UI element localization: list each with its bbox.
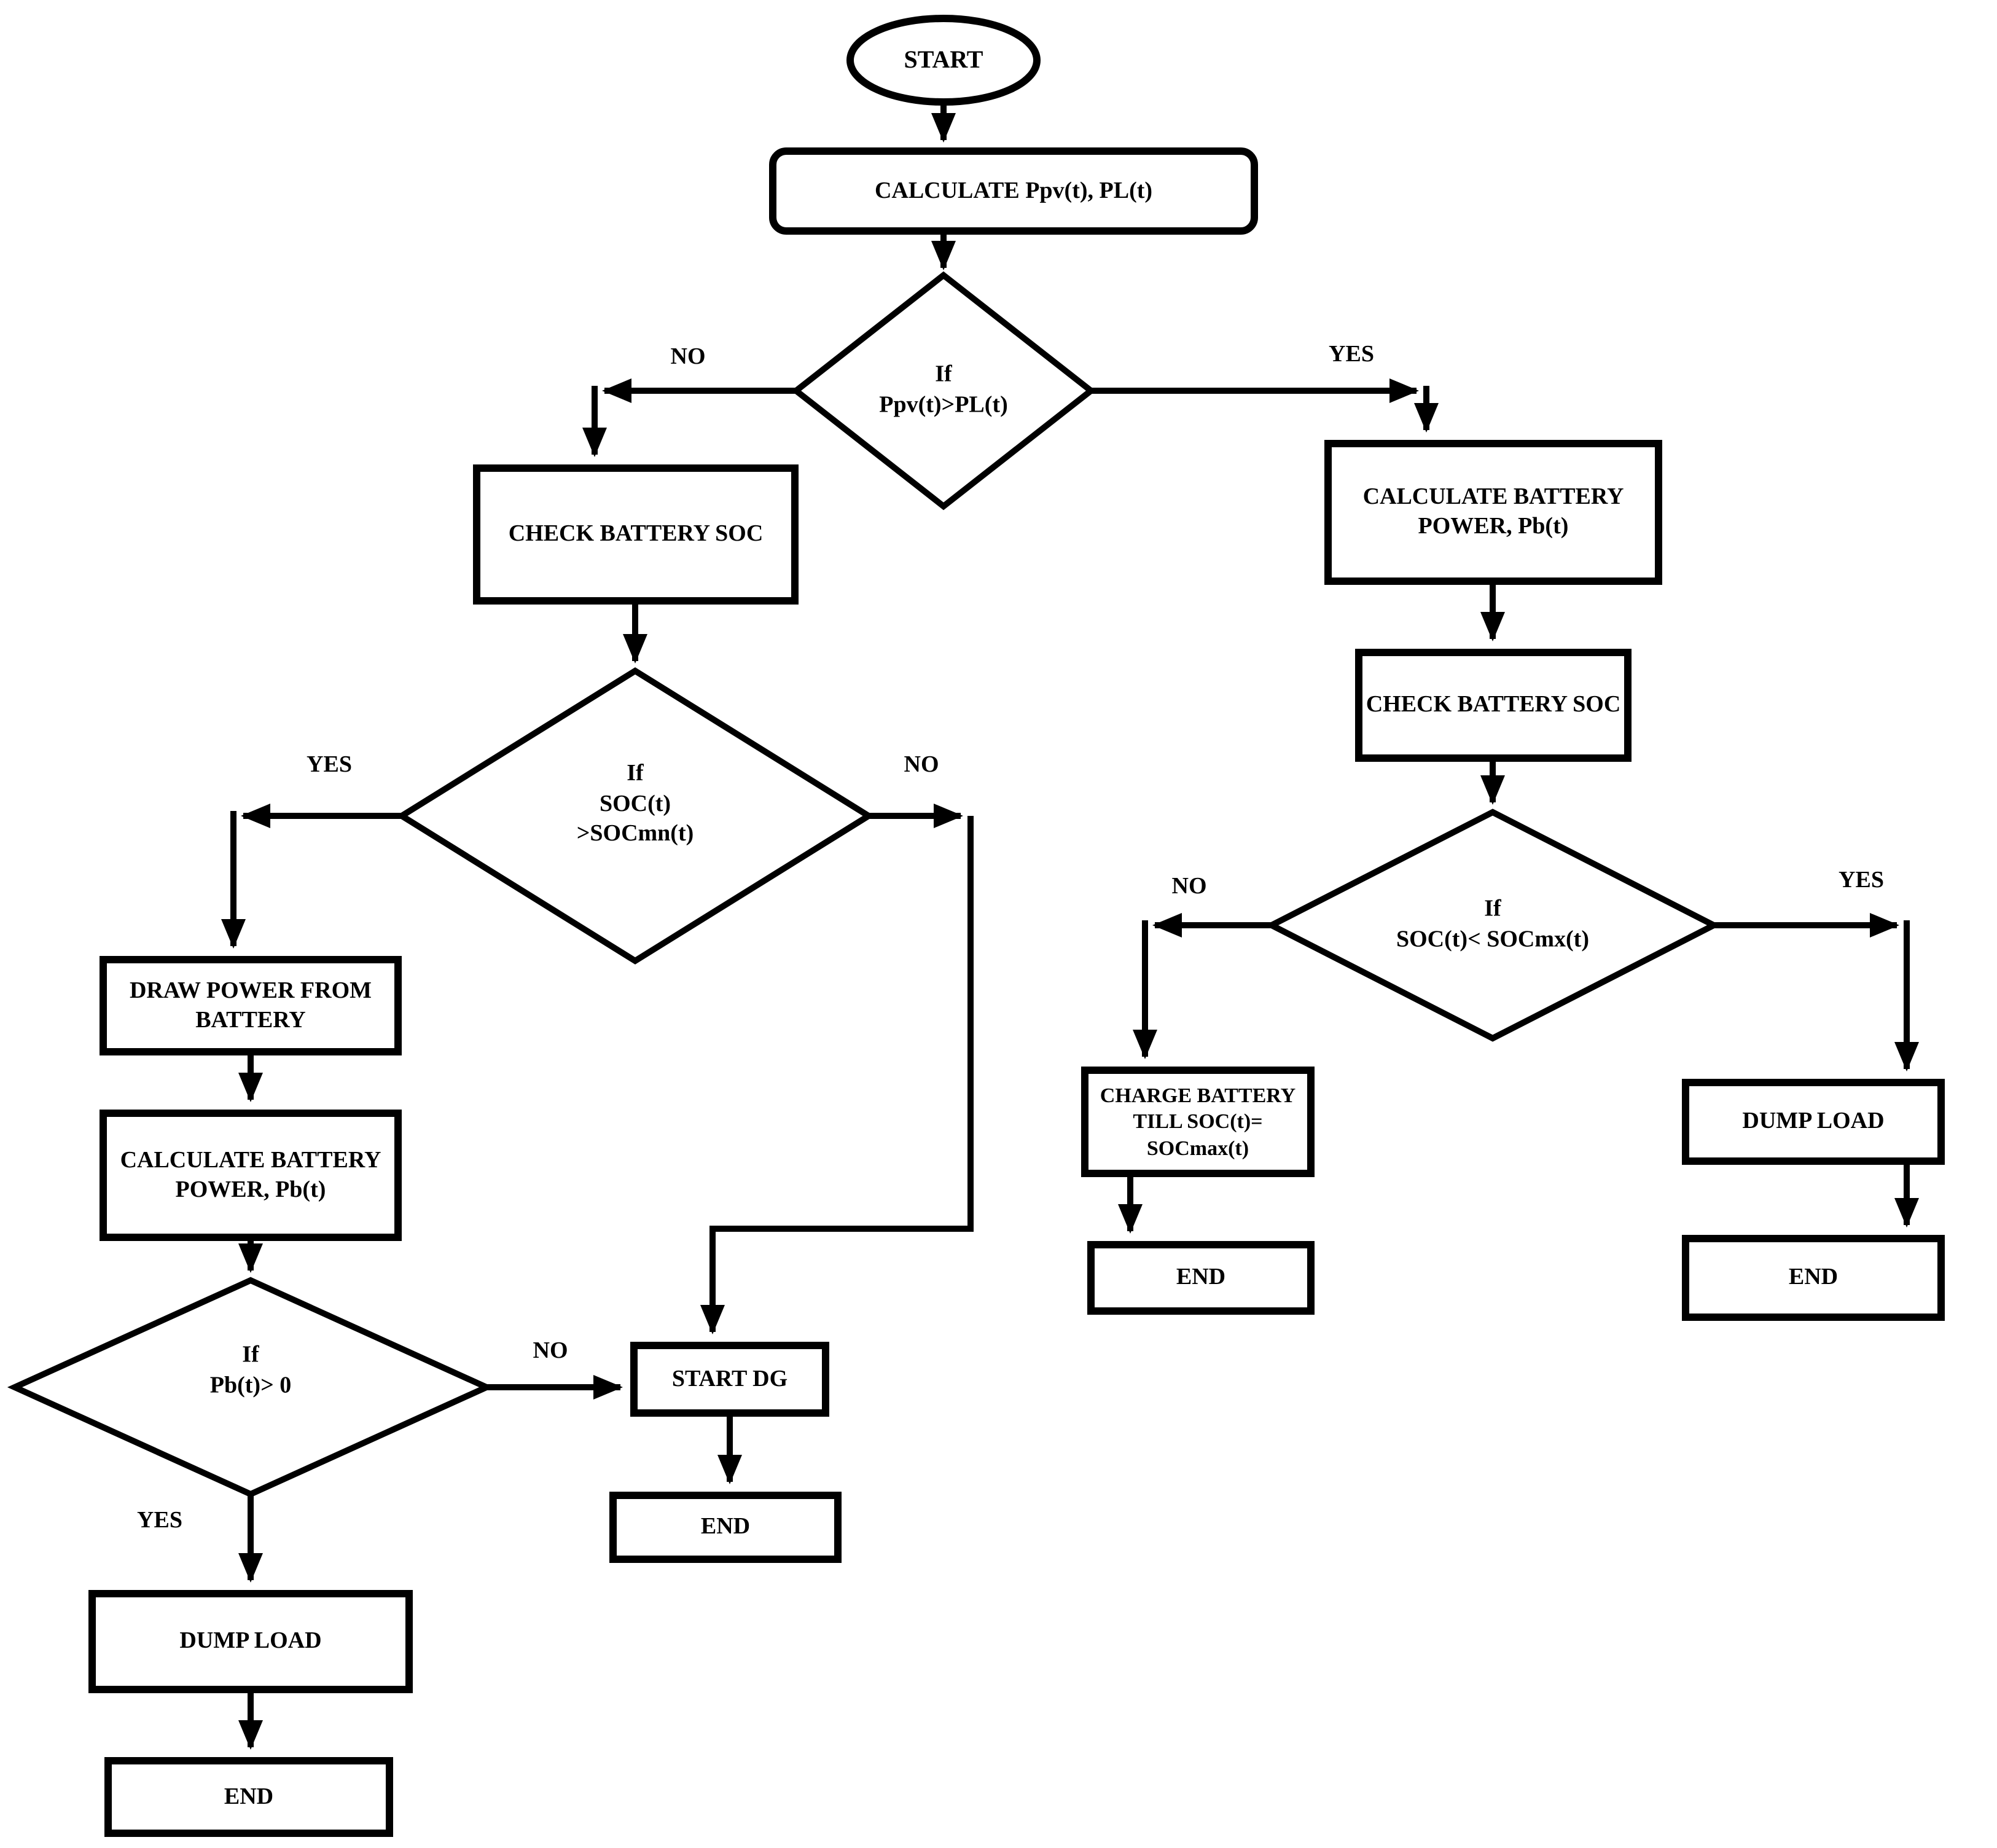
branch-label-pv-yes: YES [1329,342,1374,367]
branch-label-soc-max-yes: YES [1839,867,1884,893]
terminal-end-left: END [104,1757,393,1837]
terminal-end-right: END [1682,1235,1945,1321]
process-dump-load-left: DUMP LOAD [88,1590,413,1693]
decision-pb-gt-zero-shape [7,1277,494,1498]
decision-soc-gt-socmn-shape [396,667,875,965]
arrow-decision-soc-min-no-elbow-to-start-dg [700,816,974,1334]
process-draw-power-from-battery: DRAW POWER FROM BATTERY [100,956,402,1055]
process-start-dg: START DG [630,1342,829,1417]
branch-label-pb-no: NO [533,1338,568,1364]
branch-label-soc-min-yes: YES [307,752,352,778]
branch-label-soc-min-no: NO [904,752,939,778]
start-terminator-shape [846,15,1041,106]
branch-label-pv-no: NO [670,344,706,370]
decision-ppv-gt-pl-shape [791,271,1096,511]
terminal-end-after-dg: END [609,1492,842,1563]
process-charge-battery: CHARGE BATTERY TILL SOC(t)= SOCmax(t) [1081,1067,1315,1177]
process-calculate-ppv-pl: CALCULATE Ppv(t), PL(t) [769,147,1258,235]
process-calculate-battery-power-right: CALCULATE BATTERY POWER, Pb(t) [1324,440,1662,585]
process-dump-load-right: DUMP LOAD [1682,1079,1945,1165]
branch-label-soc-max-no: NO [1171,874,1207,899]
terminal-end-after-charge: END [1087,1241,1315,1315]
branch-label-pb-yes: YES [137,1508,182,1533]
process-check-battery-soc-left: CHECK BATTERY SOC [473,464,799,605]
process-calculate-battery-power-left: CALCULATE BATTERY POWER, Pb(t) [100,1110,402,1241]
process-check-battery-soc-right: CHECK BATTERY SOC [1355,649,1632,762]
decision-soc-lt-socmx-shape [1265,808,1721,1042]
